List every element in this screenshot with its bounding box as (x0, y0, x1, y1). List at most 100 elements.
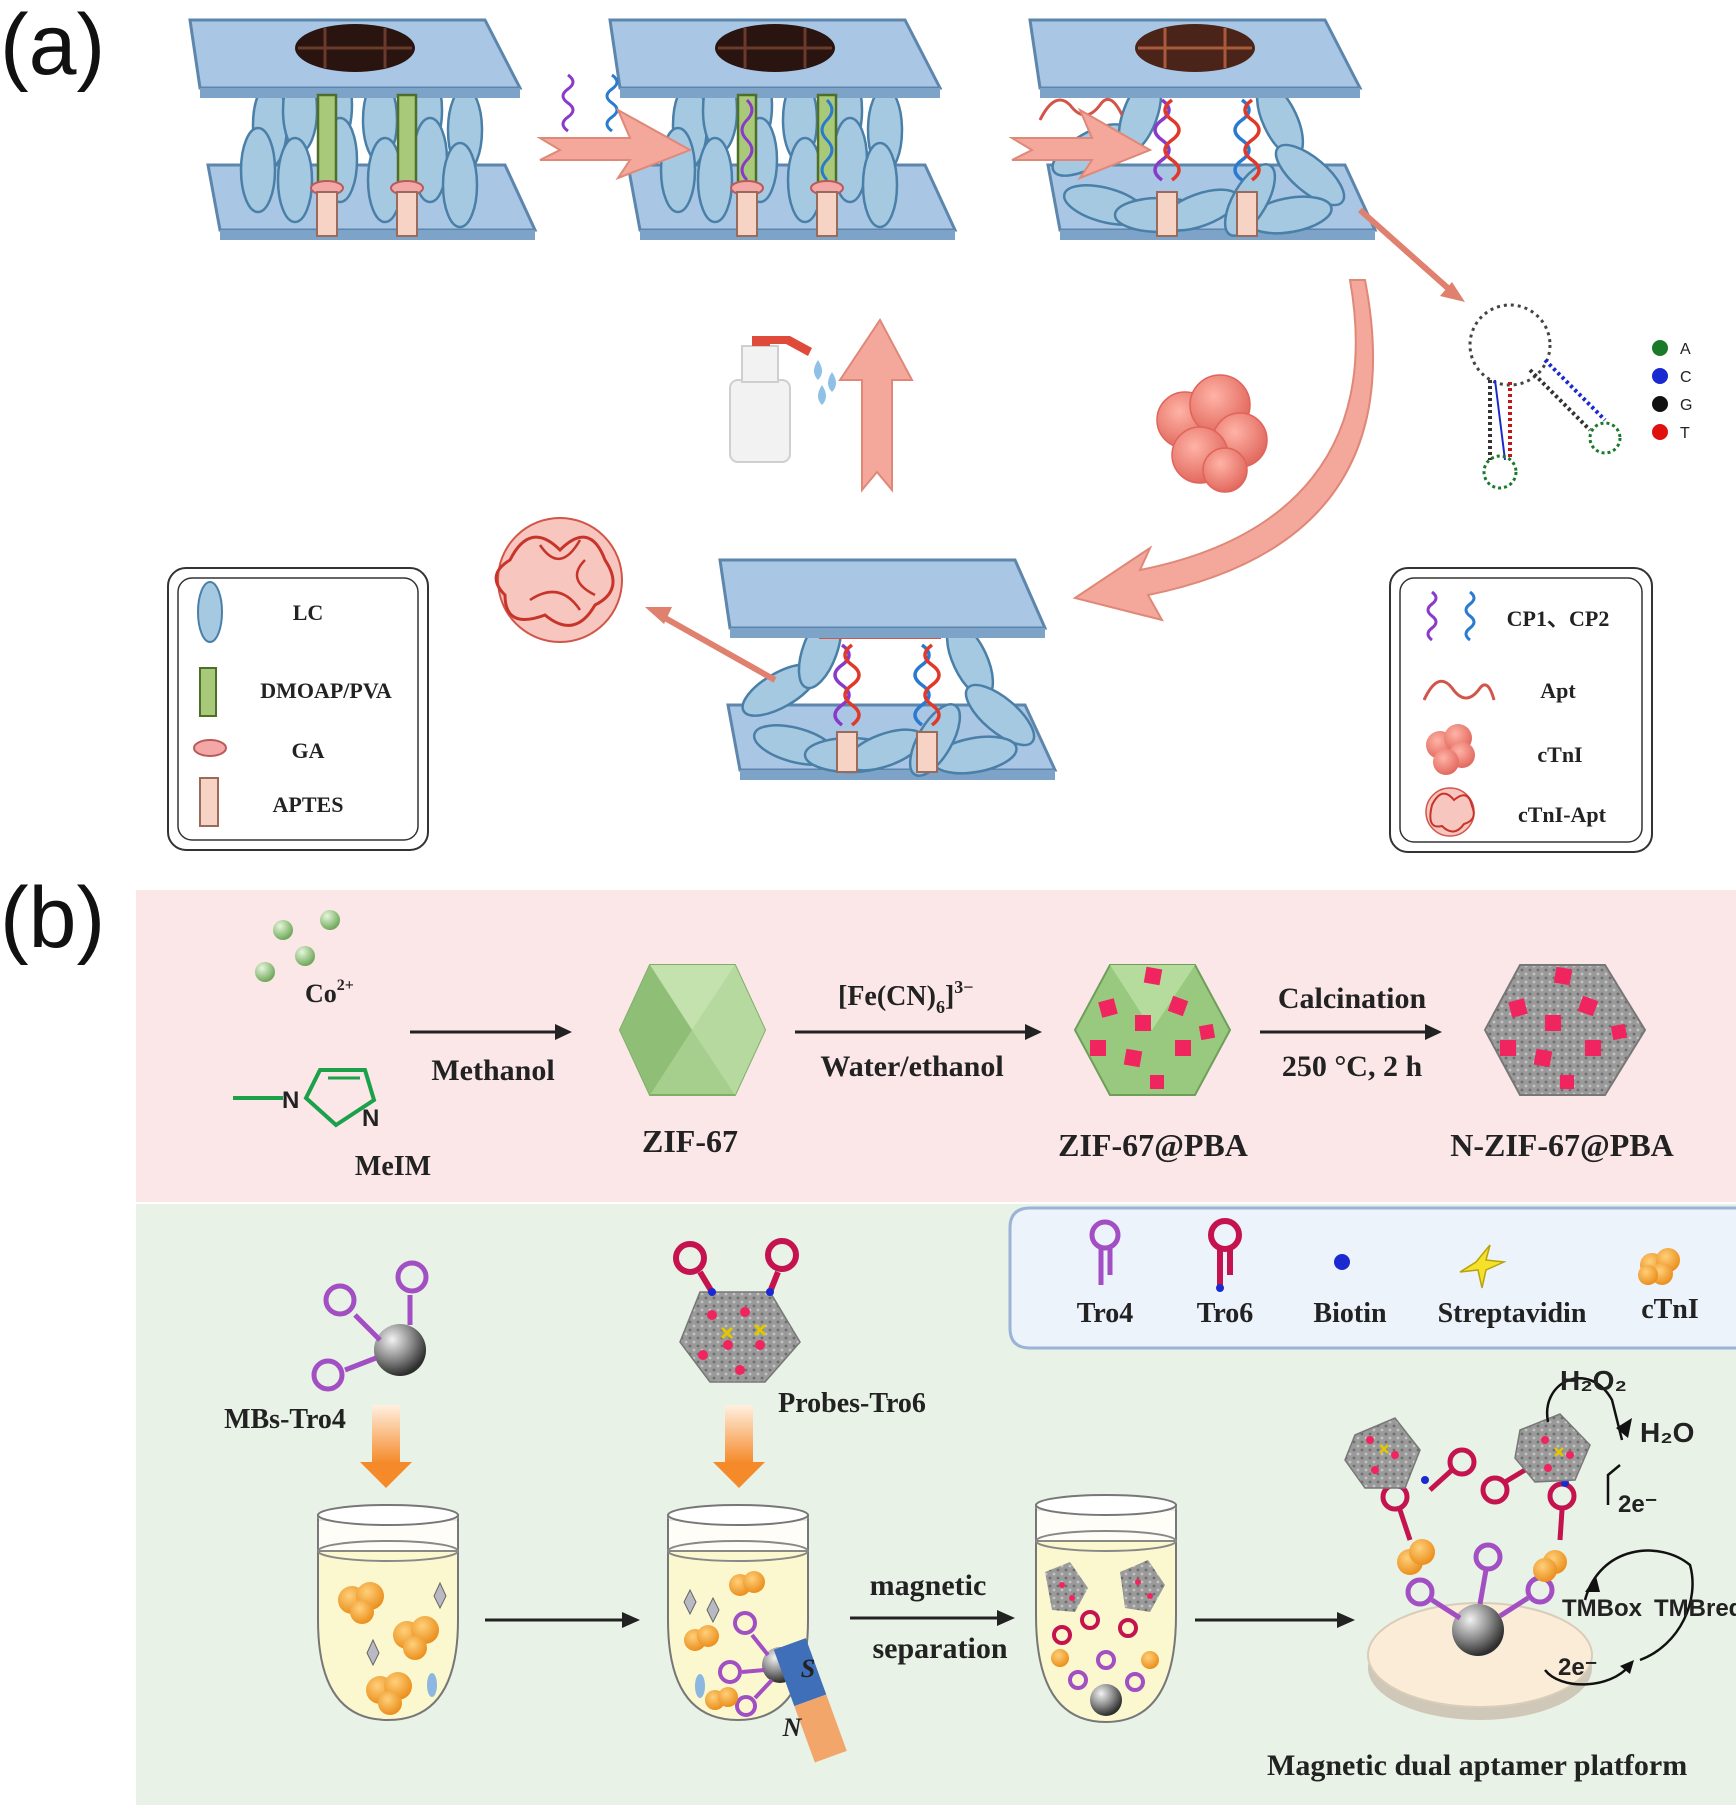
base-t-dot (1652, 424, 1668, 440)
cobalt-label: Co2+ (305, 977, 354, 1008)
methanol-label: Methanol (431, 1054, 554, 1087)
mbs-tro4-label: MBs-Tro4 (224, 1404, 346, 1435)
tube-2 (667, 1504, 809, 1722)
apt-legend-icon (1422, 679, 1496, 701)
dual-aptamer-platform (1344, 1413, 1593, 1720)
release-pointer (645, 607, 777, 683)
ctni-protein-icon (1156, 374, 1268, 493)
step-arrows (536, 107, 1374, 622)
base-a-dot (1652, 340, 1668, 356)
lc-cell-probe-bound (608, 18, 957, 242)
hairpin-pointer (1358, 207, 1465, 302)
meim-n2-label: N (362, 1105, 379, 1132)
streptavidin-legend-icon (1459, 1244, 1507, 1289)
panel-a-label: (a) (0, 0, 106, 93)
catalytic-cycle: H₂O₂ H₂O 2e⁻ TMBox TMBred 2e⁻ (1544, 1365, 1736, 1686)
legend-ctni-label: cTnI (1537, 742, 1582, 767)
lc-cell-initial (188, 18, 537, 242)
n-zif67-pba-crystal (1483, 964, 1647, 1096)
h2o-label: H₂O (1640, 1417, 1694, 1448)
ferricyanide-label: [Fe(CN)6]3− (838, 977, 974, 1017)
base-g-dot (1652, 396, 1668, 412)
tro6-legend-label: Tro6 (1197, 1298, 1254, 1329)
magnetic-bead-tro4 (311, 1260, 429, 1392)
legend-apt-label: Apt (1540, 678, 1576, 703)
panel-b: Co2+ N N MeIM Methanol ZIF-67 [ (136, 890, 1736, 1805)
synthesis-arrow-1 (410, 1024, 572, 1040)
ctni-apt-complex-icon (494, 517, 623, 643)
cobalt-ion-icon (255, 910, 340, 982)
ctni-legend-label-b: cTnI (1641, 1294, 1699, 1325)
base-c-dot (1652, 368, 1668, 384)
probes-tro6-label: Probes-Tro6 (778, 1388, 926, 1419)
tro4-legend-icon (1089, 1219, 1121, 1285)
aptamer-hairpin (1468, 303, 1622, 490)
zif67-label: ZIF-67 (642, 1123, 738, 1159)
tmbred-label: TMBred (1654, 1595, 1736, 1622)
h2o2-label: H₂O₂ (1560, 1365, 1627, 1396)
synthesis-arrow-3 (1260, 1024, 1442, 1040)
cp1-legend-icon (1426, 590, 1438, 642)
aptes-legend-icon (199, 777, 219, 827)
meim-label: MeIM (355, 1151, 431, 1182)
ctni-apt-legend-icon (1425, 787, 1475, 837)
synthesis-background (136, 890, 1736, 1202)
tmbox-label: TMBox (1562, 1595, 1643, 1622)
cp-probes-icon (561, 73, 619, 133)
ga-legend-icon (193, 739, 227, 757)
dmoap-legend-icon (199, 667, 217, 717)
tube-arrow-1 (485, 1612, 640, 1628)
assay-legend-box: Tro4 Tro6 Biotin Streptavidin cTnI (1008, 1206, 1736, 1350)
electron-bottom-label: 2e⁻ (1558, 1654, 1597, 1681)
electron-top-label: 2e⁻ (1618, 1491, 1657, 1518)
ctni-legend-icon (1426, 724, 1475, 775)
lc-legend-icon (197, 581, 223, 643)
calcination-label: Calcination (1278, 982, 1427, 1015)
ctni-legend-icon-b (1638, 1248, 1680, 1285)
base-t-label: T (1680, 425, 1690, 442)
panel-b-label: (b) (0, 870, 106, 966)
legend-box-left: LC DMOAP/PVA GA APTES (167, 567, 429, 851)
dmoap-pillar (316, 93, 418, 192)
base-a-label: A (1680, 341, 1691, 358)
lc-cell-complex (718, 558, 1058, 780)
biotin-legend-label: Biotin (1313, 1298, 1387, 1329)
legend-ctni-apt-label: cTnI-Apt (1518, 802, 1607, 827)
synthesis-arrow-2 (795, 1024, 1042, 1040)
n-zif67-pba-label: N-ZIF-67@PBA (1450, 1127, 1674, 1163)
cp2-legend-icon (1464, 590, 1476, 642)
magnetic-label: magnetic (870, 1569, 987, 1602)
tube-1 (317, 1504, 459, 1722)
legend-dmoap-label: DMOAP/PVA (260, 678, 392, 703)
zif67-crystal (618, 964, 767, 1096)
separation-label: separation (873, 1632, 1008, 1665)
legend-box-right: CP1、CP2 Apt cTnI cTnI-Apt (1389, 567, 1653, 853)
legend-cp-label: CP1、CP2 (1507, 606, 1610, 631)
base-g-label: G (1680, 397, 1692, 414)
meim-n1-label: N (282, 1087, 299, 1114)
meim-structure: N N (233, 1068, 379, 1132)
tro4-legend-label: Tro4 (1077, 1298, 1134, 1329)
zif67-pba-label: ZIF-67@PBA (1058, 1127, 1248, 1163)
biotin-legend-icon (1334, 1254, 1350, 1270)
zif67-pba-crystal (1073, 964, 1232, 1096)
tro6-legend-icon (1208, 1218, 1242, 1292)
wash-bottle-icon (729, 336, 836, 463)
down-arrow-2 (713, 1405, 765, 1488)
dna-duplex (1153, 98, 1261, 182)
magnet-icon: S N (773, 1638, 847, 1763)
tube-3 (1035, 1494, 1177, 1724)
streptavidin-legend-label: Streptavidin (1438, 1298, 1587, 1329)
separation-arrow (850, 1610, 1015, 1626)
magnet-s-label: S (801, 1654, 815, 1683)
base-c-label: C (1680, 369, 1692, 386)
base-legend: A C G T (1652, 340, 1692, 442)
magnet-n-label: N (782, 1713, 803, 1742)
legend-lc-label: LC (293, 600, 324, 625)
down-arrow-1 (360, 1405, 412, 1488)
panel-a: A C G T (167, 18, 1692, 853)
platform-label: Magnetic dual aptamer platform (1267, 1749, 1687, 1782)
tube-arrow-3 (1195, 1612, 1355, 1628)
